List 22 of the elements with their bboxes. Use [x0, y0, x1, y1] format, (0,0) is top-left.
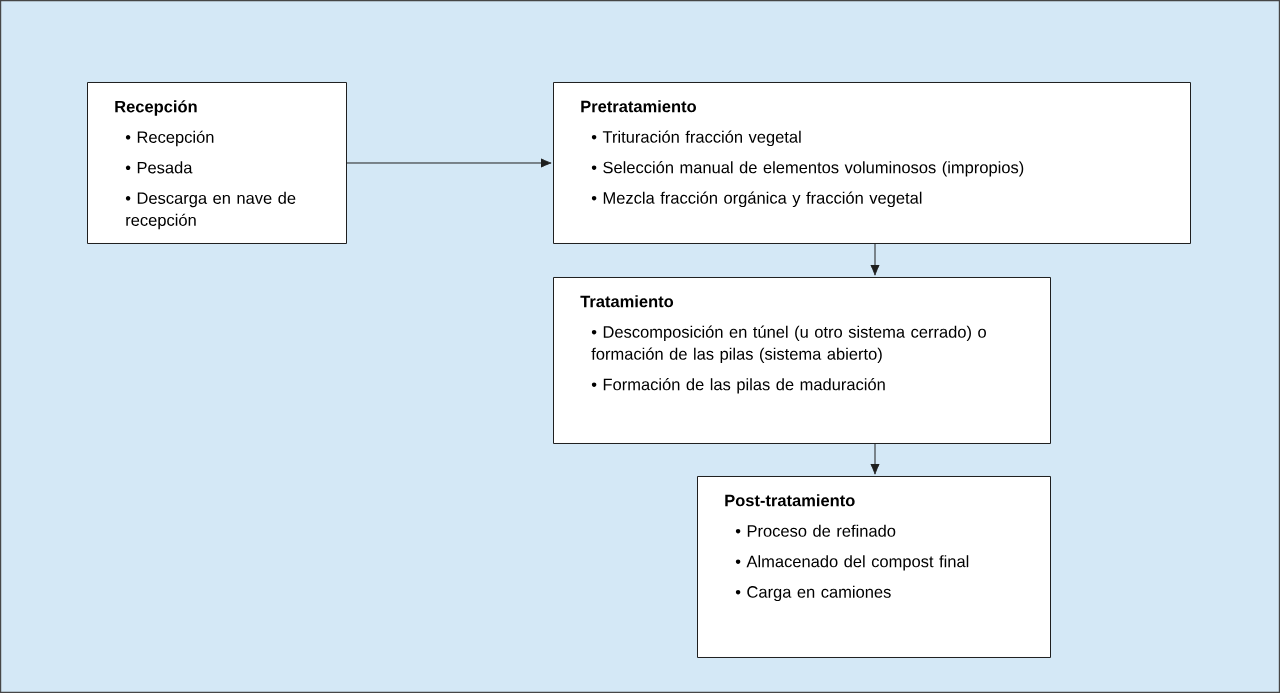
process-box	[553, 277, 1051, 444]
process-box	[87, 82, 347, 244]
arrow	[346, 158, 552, 168]
bullet-item: • Proceso de refinado	[735, 524, 896, 537]
bullet-item: • Descomposición en túnel (u otro sistema cerrado) o formación de las pilas (sistema abierto)	[591, 325, 986, 364]
arrow	[870, 443, 880, 475]
bullet-item: • Trituración fracción vegetal	[591, 130, 801, 147]
box-heading: Recepción	[115, 100, 197, 116]
bullet-item: • Pesada	[125, 161, 193, 174]
box-heading: Pretratamiento	[581, 100, 696, 113]
bullet-item: • Selección manual de elementos voluminosos (impropios)	[591, 161, 1024, 177]
bullet-item: • Almacenado del compost final	[735, 555, 969, 571]
bullet-item: • Descarga en nave de recepción	[125, 191, 296, 230]
box-heading: Post-tratamiento	[725, 494, 855, 507]
bullet-item: • Mezcla fracción orgánica y fracción vegetal	[591, 191, 922, 208]
process-box	[553, 82, 1191, 244]
arrow	[870, 243, 880, 276]
box-heading: Tratamiento	[580, 295, 674, 308]
bullet-item: • Carga en camiones	[735, 585, 891, 602]
bullet-item: • Formación de las pilas de maduración	[591, 378, 885, 394]
process-box	[697, 476, 1051, 658]
bullet-item: • Recepción	[125, 130, 214, 147]
